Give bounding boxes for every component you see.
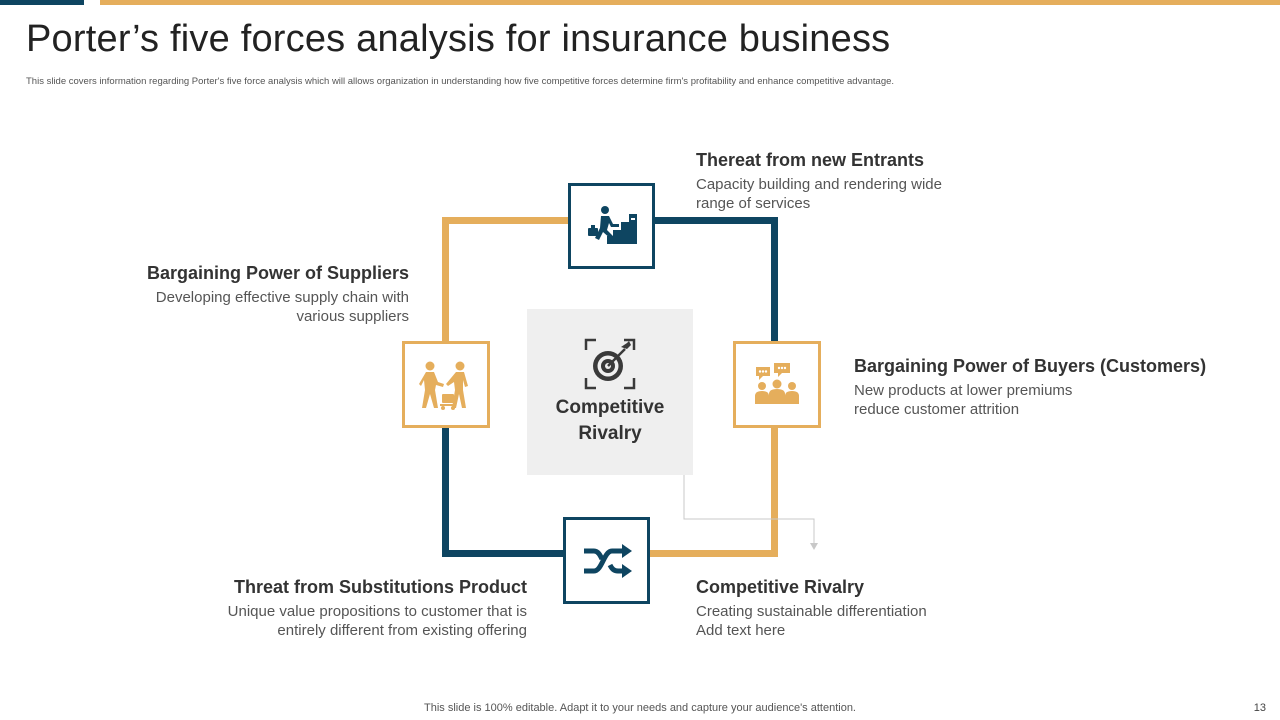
frame-top-left xyxy=(442,217,572,224)
customer-group-icon xyxy=(755,362,799,404)
page-number: 13 xyxy=(1253,702,1266,714)
suppliers-desc-line-2: various suppliers xyxy=(296,308,409,325)
suppliers-text: Bargaining Power of Suppliers Developing… xyxy=(100,263,409,326)
substitutes-desc-line-2: entirely different from existing offerin… xyxy=(277,622,527,639)
frame-bottom-left xyxy=(442,550,567,557)
shuffle-arrows-icon xyxy=(583,543,632,578)
new-entrants-desc-line-2: range of services xyxy=(696,195,811,212)
climbing-stairs-icon xyxy=(587,206,637,244)
frame-top-right xyxy=(652,217,778,224)
new-entrants-title: Thereat from new Entrants xyxy=(696,150,925,170)
buyers-desc: New products at lower premiums reduce cu… xyxy=(854,381,1206,419)
frame-bottom-right xyxy=(648,550,778,557)
footer-note: This slide is 100% editable. Adapt it to… xyxy=(424,702,856,714)
suppliers-desc-line-1: Developing effective supply chain with xyxy=(155,289,409,306)
top-accent-gold xyxy=(100,0,1280,5)
new-entrants-text: Thereat from new Entrants Capacity build… xyxy=(696,150,942,213)
substitutes-title: Threat from Substitutions Product xyxy=(233,577,527,597)
new-entrants-desc: Capacity building and rendering wide ran… xyxy=(696,175,942,213)
substitutes-icon-box xyxy=(563,517,650,604)
buyers-title: Bargaining Power of Buyers (Customers) xyxy=(854,356,1207,376)
top-accent-navy xyxy=(0,0,84,5)
page-title: Porter’s five forces analysis for insura… xyxy=(26,18,891,60)
suppliers-desc: Developing effective supply chain with v… xyxy=(100,288,409,326)
rivalry-title: Competitive Rivalry xyxy=(696,577,865,597)
new-entrants-icon-box xyxy=(568,183,655,269)
frame-left-lower xyxy=(442,425,449,557)
rivalry-desc-line-2: Add text here xyxy=(696,622,786,639)
buyers-text: Bargaining Power of Buyers (Customers) N… xyxy=(854,356,1206,419)
substitutes-text: Threat from Substitutions Product Unique… xyxy=(160,577,527,640)
suppliers-icon-box xyxy=(402,341,490,428)
rivalry-desc-line-1: Creating sustainable differentiation xyxy=(696,603,927,620)
frame-left-upper xyxy=(442,217,449,344)
buyers-desc-line-1: New products at lower premiums xyxy=(854,382,1073,399)
page-subtitle: This slide covers information regarding … xyxy=(26,76,895,87)
buyers-desc-line-2: reduce customer attrition xyxy=(854,401,1020,418)
new-entrants-desc-line-1: Capacity building and rendering wide xyxy=(696,176,942,193)
frame-right-upper xyxy=(771,217,778,344)
suppliers-title: Bargaining Power of Suppliers xyxy=(146,263,409,283)
substitutes-desc: Unique value propositions to customer th… xyxy=(160,602,527,640)
frame-right-lower xyxy=(771,425,778,557)
connector-arrow xyxy=(683,475,818,550)
rivalry-text: Competitive Rivalry Creating sustainable… xyxy=(696,577,927,640)
center-label: Competitive Rivalry xyxy=(555,397,665,444)
buyers-icon-box xyxy=(733,341,821,428)
rivalry-desc: Creating sustainable differentiation Add… xyxy=(696,602,927,640)
delivery-handover-icon xyxy=(419,361,468,410)
target-icon xyxy=(584,338,636,390)
center-rivalry-box: Competitive Rivalry xyxy=(527,309,693,475)
substitutes-desc-line-1: Unique value propositions to customer th… xyxy=(227,603,527,620)
